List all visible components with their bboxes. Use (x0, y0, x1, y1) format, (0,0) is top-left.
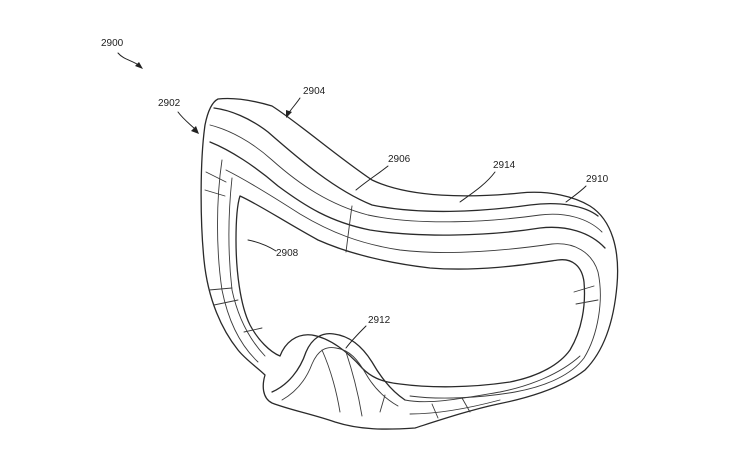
left-inner-wall (217, 159, 259, 363)
label-2910: 2910 (586, 174, 609, 185)
left-rib-3 (208, 287, 233, 291)
leader-2908 (247, 239, 277, 252)
leader-2914 (459, 171, 496, 203)
bottom-rib-1 (379, 394, 386, 413)
reference-labels: 2900 2902 2904 2906 2914 2910 2908 2912 (101, 38, 609, 349)
left-inner-wall-2 (228, 177, 266, 357)
arrow-2902 (191, 126, 199, 134)
bottom-rib-3 (461, 397, 471, 413)
inner-opening (235, 195, 586, 388)
bottom-rim-2 (409, 399, 501, 415)
nose-bridge-ridge (321, 349, 341, 413)
arrow-2904 (286, 110, 292, 118)
leader-2906 (355, 165, 389, 191)
left-rib-2 (204, 189, 226, 197)
leader-2902 (177, 111, 197, 131)
inner-contour (225, 169, 601, 399)
label-2912: 2912 (368, 315, 391, 326)
label-2904: 2904 (303, 86, 326, 97)
leader-2910 (565, 185, 587, 203)
label-2914: 2914 (493, 160, 516, 171)
top-rim-line-1 (213, 107, 599, 217)
label-2902: 2902 (158, 98, 181, 109)
right-rib-1 (573, 285, 595, 293)
face-interface-drawing (200, 97, 619, 430)
label-2900: 2900 (101, 38, 124, 49)
top-rim-line-3 (209, 141, 606, 249)
bottom-rib-2 (431, 403, 439, 419)
leader-2900 (117, 52, 141, 67)
nose-bridge-outer (271, 332, 406, 401)
seam-line (345, 205, 353, 253)
right-rib-2 (575, 299, 599, 305)
left-rib-4 (213, 299, 239, 306)
left-rib-1 (205, 171, 227, 183)
outer-outline (200, 97, 619, 430)
label-2908: 2908 (276, 248, 299, 259)
nose-bridge-ridge-2 (345, 351, 363, 417)
nose-bridge-inner (281, 347, 399, 407)
top-rim-line-2 (209, 124, 603, 233)
label-2906: 2906 (388, 154, 411, 165)
left-rib-5 (243, 327, 263, 333)
arrow-2900 (135, 62, 143, 69)
bottom-rim (404, 355, 581, 403)
leader-2912 (345, 325, 367, 349)
